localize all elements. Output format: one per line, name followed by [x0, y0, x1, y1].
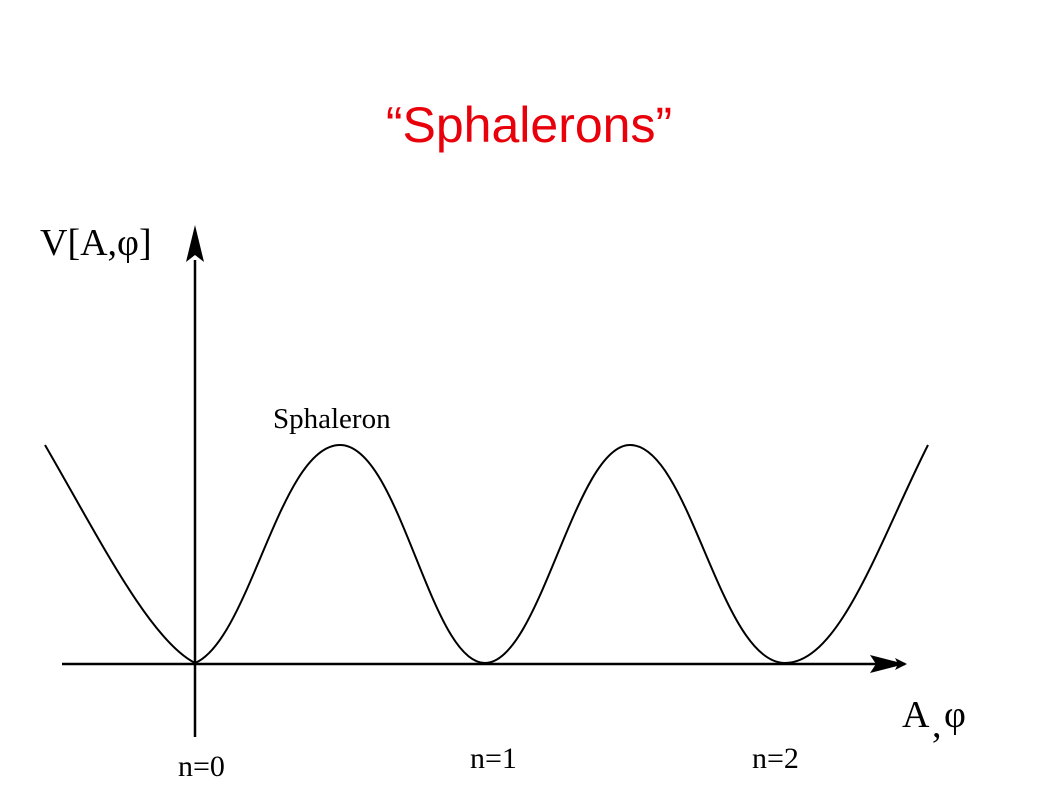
slide-title: “Sphalerons”: [385, 97, 673, 153]
x-axis-label-phi: φ: [944, 694, 966, 736]
x-axis-arrowhead: [870, 655, 905, 673]
minimum-label-n0: n=0: [178, 750, 225, 783]
x-axis-label-comma: ,: [932, 704, 942, 746]
potential-curve: [44, 443, 929, 665]
x-axis-label-a: A: [902, 694, 930, 736]
y-axis-label: V[A,φ]: [40, 222, 152, 264]
y-axis-arrowhead: [186, 225, 204, 262]
sphaleron-peak-label: Sphaleron: [273, 403, 391, 435]
minimum-label-n1: n=1: [470, 742, 517, 775]
minimum-label-n2: n=2: [752, 742, 799, 775]
